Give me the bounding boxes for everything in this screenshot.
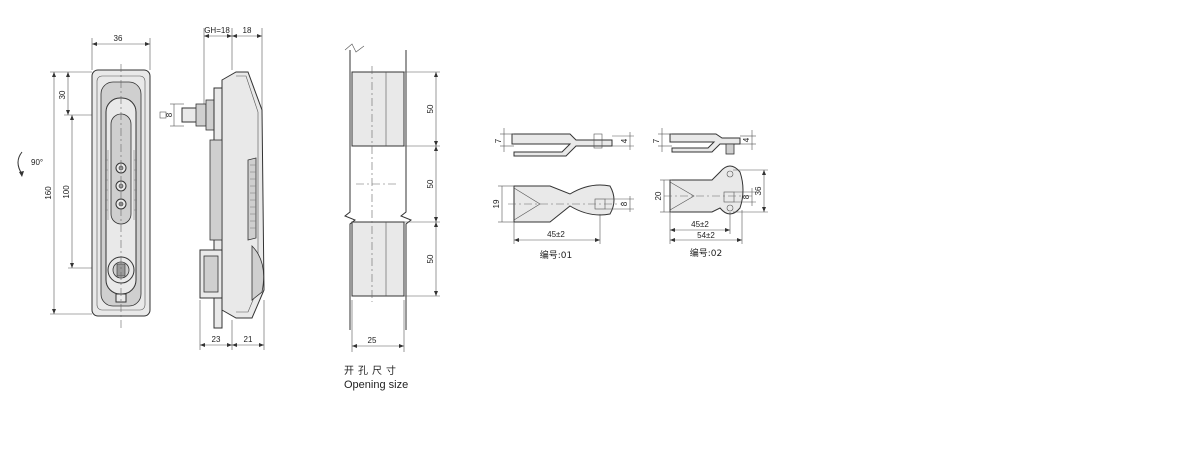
cam-02-view: 7 4 20 8 36 45±2 54±2 编号:02 [652, 128, 768, 259]
side-view: GH=18 18 8 23 21 [159, 26, 265, 350]
opening-caption-en: Opening size [344, 379, 408, 391]
side-top-right-label: 18 [243, 26, 252, 35]
front-width-label: 36 [114, 34, 123, 43]
side-bottom-right-label: 21 [244, 335, 253, 344]
cam02-thickness-label: 7 [652, 138, 661, 143]
gh-label: GH=18 [204, 26, 230, 35]
opening-caption-cn: 开孔尺寸 [344, 364, 400, 377]
square-hole-label: 8 [165, 112, 174, 117]
cam02-height-label: 20 [654, 191, 663, 200]
cam02-end-label: 4 [742, 137, 751, 142]
opening-width-label: 25 [368, 336, 377, 345]
cam01-hole-label: 8 [620, 201, 629, 206]
cam01-height-label: 19 [492, 199, 501, 208]
front-middle-label: 100 [62, 185, 71, 199]
cam01-length-label: 45±2 [547, 230, 565, 239]
cam01-end-label: 4 [620, 138, 629, 143]
front-upper-label: 30 [58, 90, 67, 99]
cam02-hole-label: 8 [742, 194, 751, 199]
side-bottom-left-label: 23 [212, 335, 221, 344]
cam01-caption: 编号:01 [540, 249, 573, 261]
opening-seg3-label: 50 [426, 254, 435, 263]
cam-01-view: 7 4 19 8 45±2 编号:01 [492, 128, 634, 261]
cam01-thickness-label: 7 [494, 138, 503, 143]
cam02-length-label: 45±2 [691, 220, 709, 229]
front-view: 36 160 30 100 90° [17, 34, 151, 330]
cam02-span-label: 36 [754, 186, 763, 195]
opening-seg2-label: 50 [426, 179, 435, 188]
cam02-caption: 编号:02 [690, 247, 723, 259]
opening-size-view: 50 50 50 25 开孔尺寸 Opening size [344, 43, 440, 391]
opening-seg1-label: 50 [426, 104, 435, 113]
cam02-overall-label: 54±2 [697, 231, 715, 240]
rotation-label: 90° [31, 158, 43, 167]
front-height-label: 160 [44, 186, 53, 200]
